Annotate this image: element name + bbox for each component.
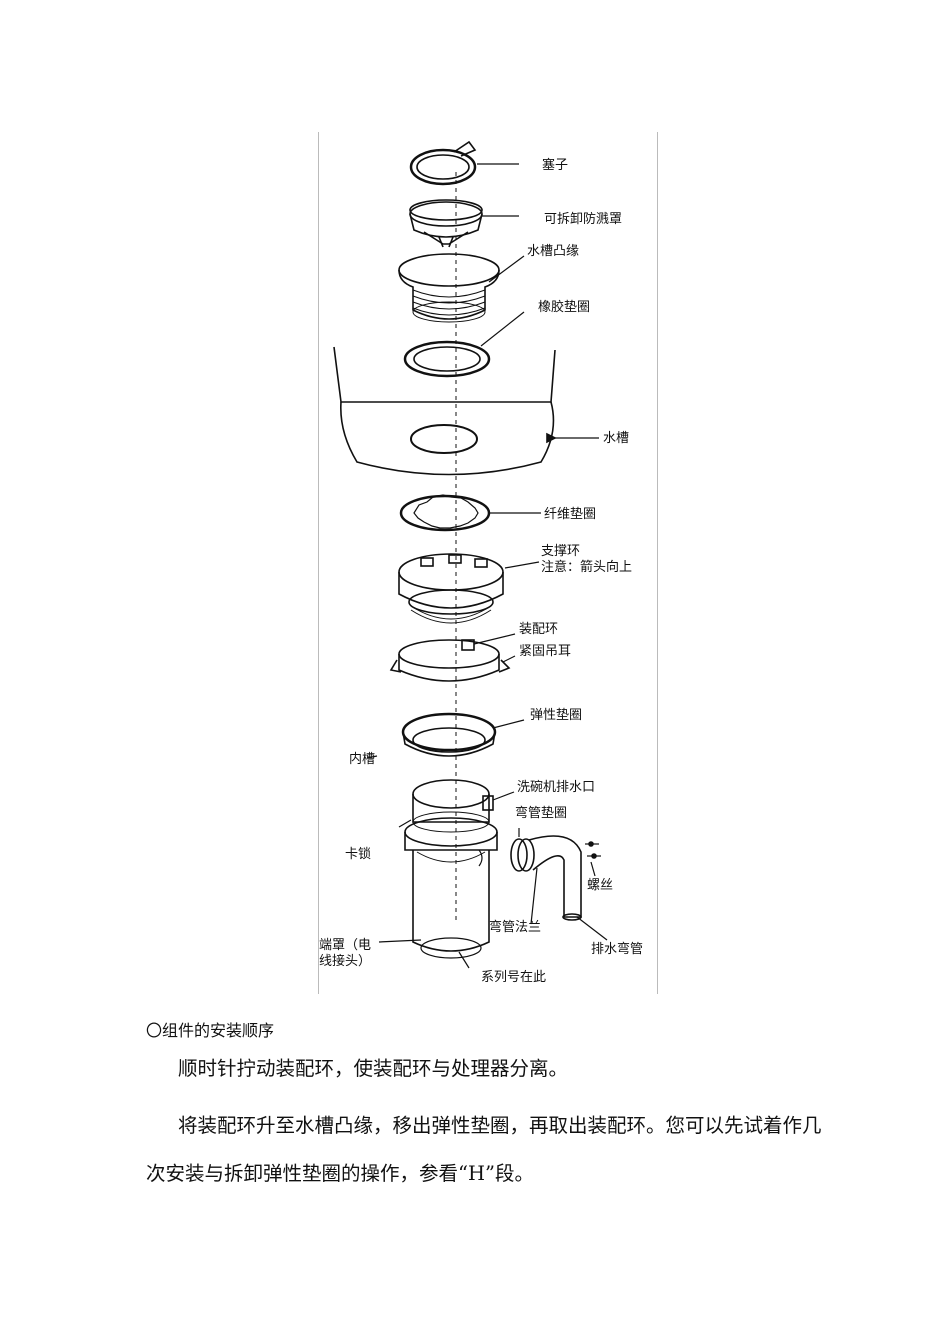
sink-flange-part: [398, 253, 525, 323]
label-elastic-gasket: 弹性垫圈: [530, 708, 583, 723]
label-elbow-flange: 弯管法兰: [489, 920, 542, 935]
label-sink: 水槽: [603, 431, 630, 446]
section-title: 〇组件的安装顺序: [146, 1021, 275, 1040]
label-lock: 卡锁: [345, 847, 372, 862]
label-support-ring: 支撑环: [541, 544, 581, 559]
label-terminal-cover-line1: 端罩（电: [319, 938, 372, 953]
label-elbow-gasket: 弯管垫圈: [515, 806, 568, 821]
label-mounting-ring: 装配环: [519, 622, 559, 637]
label-splash-guard: 可拆卸防溅罩: [544, 212, 623, 227]
diagram-drawing: [333, 140, 608, 969]
disposer-body-part: [366, 755, 515, 959]
label-screws: 螺丝: [587, 878, 614, 893]
label-drain-elbow: 排水弯管: [591, 942, 644, 957]
label-rubber-gasket: 橡胶垫圈: [538, 300, 591, 315]
paragraph-1: 顺时针拧动装配环，使装配环与处理器分离。: [178, 1057, 569, 1080]
paragraph-2: 将装配环升至水槽凸缘，移出弹性垫圈，再取出装配环。您可以先试着作几次安装与拆卸弹…: [146, 1114, 822, 1185]
support-ring-part: [398, 553, 540, 624]
stopper-part: [409, 140, 519, 186]
splash-guard-part: [409, 199, 519, 248]
label-dishwasher-inlet: 洗碗机排水口: [517, 780, 596, 795]
fiber-gasket-part: [399, 494, 541, 532]
elastic-gasket-part: [401, 712, 525, 757]
label-sink-flange: 水槽凸缘: [527, 244, 580, 259]
label-support-ring-note: 注意：箭头向上: [541, 560, 633, 575]
label-stopper: 塞子: [542, 158, 569, 173]
label-tightening-lug: 紧固吊耳: [519, 644, 572, 659]
exploded-assembly-diagram: 塞子 可拆卸防溅罩 水槽凸缘 橡胶垫圈 水槽 纤维垫圈 支撑环 注意：箭头向上 …: [318, 132, 658, 994]
label-fiber-gasket: 纤维垫圈: [544, 507, 597, 522]
mounting-ring-part: [389, 633, 516, 682]
label-serial-number: 系列号在此: [481, 970, 547, 985]
rubber-gasket-part: [403, 311, 525, 378]
sink-part: [333, 346, 599, 476]
label-inner-tank: 内槽: [349, 752, 376, 767]
drain-elbow-part: [378, 828, 608, 969]
label-terminal-cover-line2: 线接头）: [319, 954, 372, 969]
